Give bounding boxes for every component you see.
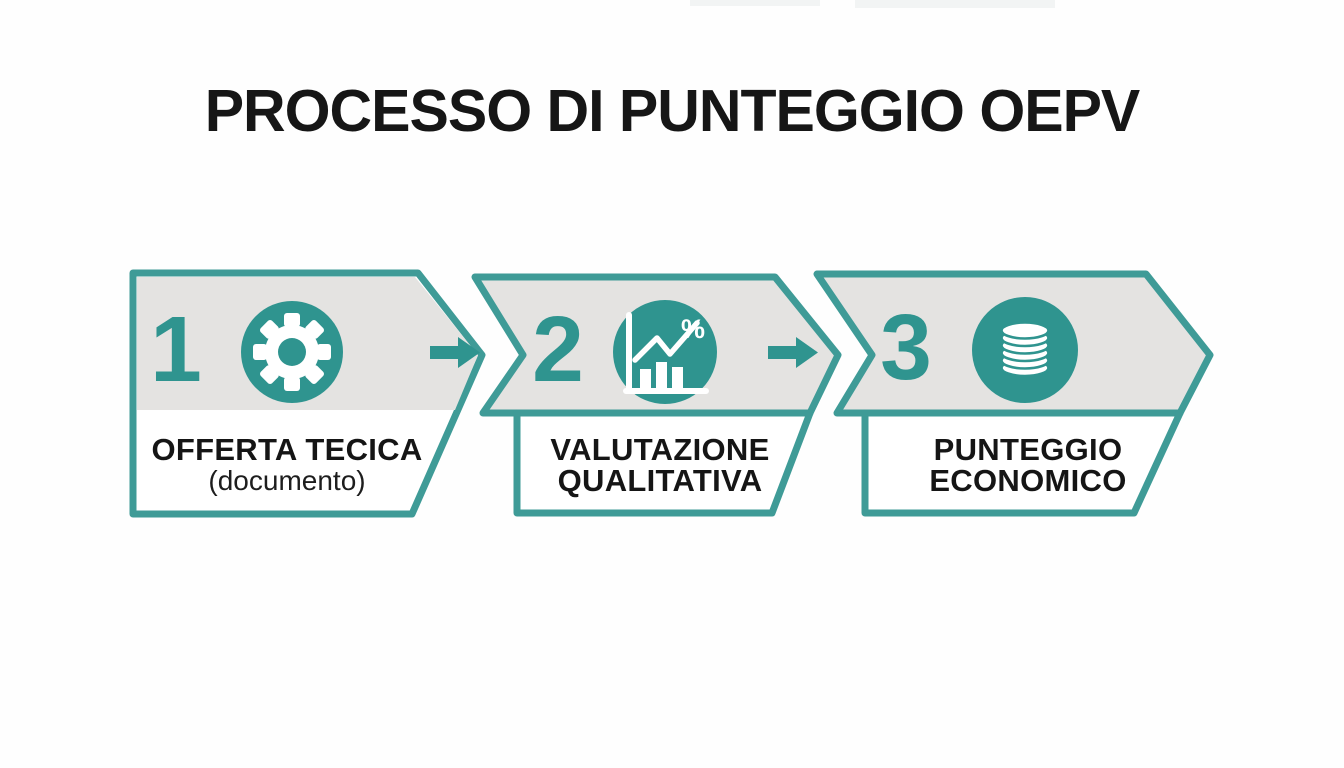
step-2-label: VALUTAZIONE bbox=[550, 432, 769, 467]
coin-stack-icon bbox=[972, 297, 1078, 403]
gear-icon bbox=[241, 301, 343, 403]
percent-badge: % bbox=[681, 314, 705, 344]
step-1: 1 OFFERTA TECICA (documento) bbox=[129, 269, 486, 518]
step-1-sublabel: (documento) bbox=[208, 465, 365, 496]
arrow-right-icon bbox=[768, 337, 818, 368]
top-edge-artifact bbox=[855, 0, 1055, 8]
step-1-number: 1 bbox=[150, 297, 202, 401]
step-2-label-line2: QUALITATIVA bbox=[558, 463, 763, 498]
step-3-label: PUNTEGGIO bbox=[934, 432, 1123, 467]
page-title: PROCESSO DI PUNTEGGIO OEPV bbox=[205, 78, 1140, 144]
step-2: 2 % VALUTAZIONE QUALITATIVA bbox=[471, 273, 842, 517]
step-3-label-box bbox=[861, 409, 1184, 517]
bar-chart-percent-icon: % bbox=[613, 300, 717, 404]
top-edge-artifact bbox=[690, 0, 820, 6]
step-1-label: OFFERTA TECICA bbox=[151, 432, 422, 467]
step-2-label-box bbox=[513, 409, 814, 517]
step-3-label-line2: ECONOMICO bbox=[929, 463, 1126, 498]
step-3-number: 3 bbox=[880, 295, 932, 399]
step-2-number: 2 bbox=[532, 297, 584, 401]
arrow-right-icon bbox=[430, 337, 480, 368]
step-3: 3 PUNTEGGIO ECONOMICO bbox=[813, 270, 1214, 517]
